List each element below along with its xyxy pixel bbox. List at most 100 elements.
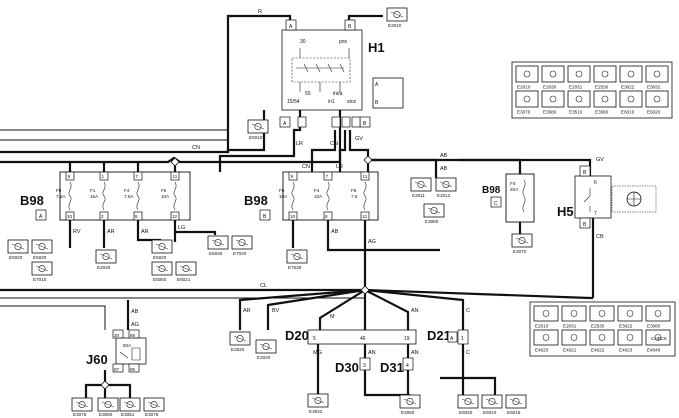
component-e2030[interactable]: E2030 — [95, 249, 117, 270]
component-e6010-b[interactable]: E6010 — [481, 394, 503, 415]
component-e3075[interactable]: E3075 — [71, 397, 93, 417]
legend-item[interactable]: E6010 — [619, 90, 643, 115]
connector-d20-box[interactable] — [307, 329, 417, 345]
component-e2520[interactable]: E2520 — [229, 331, 251, 352]
component-e5050[interactable]: E5050 — [151, 261, 173, 282]
legend-item[interactable]: E3022 — [619, 65, 643, 90]
component-e3080-m[interactable]: E3080 — [423, 203, 445, 224]
legend-item[interactable]: E4022 — [589, 329, 615, 353]
fuse-symbol — [522, 179, 526, 213]
legend-top-frame — [511, 61, 673, 119]
component-e7020[interactable]: E7020 — [231, 235, 253, 256]
legend-item[interactable]: E2530 — [593, 65, 617, 90]
component-code: E6015 — [507, 410, 521, 415]
legend-item[interactable]: E2031 — [567, 65, 591, 90]
legend-symbol-icon — [561, 305, 587, 322]
component-e6015[interactable]: E6015 — [505, 394, 527, 415]
component-e3050[interactable]: E3050 — [399, 394, 421, 415]
component-e3060[interactable]: E3060 — [97, 397, 119, 417]
wire-cn-main — [0, 110, 266, 154]
legend-item[interactable]: E3080 — [645, 305, 671, 329]
wire-lg — [173, 220, 217, 235]
legend-item[interactable]: E2031 — [561, 305, 587, 329]
legend-item[interactable]: E3510 — [567, 90, 591, 115]
component-e7010[interactable]: E7010 — [31, 261, 53, 282]
component-e2012[interactable]: E2012 — [435, 177, 457, 198]
fusebox-b98-right-box[interactable] — [505, 173, 535, 223]
component-e3070-m[interactable]: E3070 — [511, 233, 533, 254]
fuse-pin-top — [323, 171, 333, 181]
legend-item[interactable]: E6020 — [645, 90, 669, 115]
legend-code: E4020 — [535, 348, 549, 353]
legend-item[interactable]: E4020 — [533, 329, 559, 353]
relay-h1[interactable]: A B 30 pos 15/54 50 in1 int/a stoz A B H… — [281, 19, 404, 111]
component-e7030[interactable]: E7030 — [286, 249, 308, 270]
component-e3032-b[interactable]: E3032 — [307, 393, 329, 414]
legend-item[interactable]: E2010 — [515, 65, 539, 90]
connector-d20[interactable]: D20 5 46 19 — [285, 328, 417, 345]
legend-symbol-glyph — [575, 70, 583, 78]
component-e3051[interactable]: E3051 — [119, 397, 141, 417]
component-e3076[interactable]: E3076 — [143, 397, 165, 417]
component-e2020[interactable]: E2020 — [255, 339, 277, 360]
component-e2011[interactable]: E2011 — [410, 177, 432, 198]
legend-item[interactable]: E4023 — [617, 329, 643, 353]
connector-d31-box[interactable] — [402, 357, 414, 371]
heater-icon-glyph-line — [403, 398, 417, 405]
legend-symbol-icon — [589, 329, 615, 346]
component-code: E7020 — [233, 251, 247, 256]
fuse-amp: 20A — [510, 187, 519, 192]
fusebox-b98-right[interactable]: B98 C F4 20A — [482, 173, 535, 223]
connector-d30-box[interactable] — [359, 357, 371, 371]
legend-item[interactable]: E3032 — [645, 65, 669, 90]
connector-d30[interactable]: 3 D30 — [335, 357, 371, 375]
legend-item[interactable]: E3022 — [617, 305, 643, 329]
legend-item[interactable]: E2030 — [541, 65, 565, 90]
module-h5[interactable]: H5 B B 6 7 — [557, 165, 657, 229]
component-e6020-b[interactable]: E6020 — [457, 394, 479, 415]
legend-symbol-icon — [567, 90, 591, 108]
wire-label-c: C — [466, 308, 470, 314]
component-e5010[interactable]: E5010 — [247, 119, 269, 140]
legend-item[interactable]: E3070 — [515, 90, 539, 115]
legend-code: E2530 — [595, 85, 609, 90]
h5-tag-top-label: B — [583, 170, 587, 176]
fuse-id: F4 — [510, 181, 516, 186]
component-e2010-top[interactable]: E2010 — [386, 7, 408, 28]
connector-d21-box[interactable] — [457, 329, 469, 345]
relay-h1-box[interactable] — [281, 29, 363, 111]
component-e5030-m[interactable]: E5030 — [207, 235, 229, 256]
legend-item[interactable]: E4021 — [561, 329, 587, 353]
h5-tag-top — [579, 165, 591, 177]
legend-item[interactable]: E3080 — [541, 90, 565, 115]
module-h5-box[interactable] — [574, 175, 612, 219]
module-h5-name: H5 — [557, 204, 574, 219]
legend-item[interactable]: E2010 — [533, 305, 559, 329]
fuse-symbol — [136, 181, 140, 211]
component-code: E3032 — [309, 409, 323, 414]
relay-j60-box[interactable] — [115, 337, 147, 365]
component-e5030-l[interactable]: E5030 — [31, 239, 53, 260]
component-e5020-l[interactable]: E5020 — [7, 239, 29, 260]
connector-d31[interactable]: 4 D31 — [380, 357, 414, 375]
component-e6021[interactable]: E6021 — [175, 261, 197, 282]
legend-item[interactable]: E4040 — [645, 329, 671, 353]
legend-item[interactable]: E2530 — [589, 305, 615, 329]
fuse-pin-bot — [360, 211, 370, 221]
connector-d21[interactable]: 1 D21 A — [427, 328, 469, 345]
fusebox-b98-left-box[interactable] — [59, 171, 191, 221]
legend-item[interactable]: E3580 — [593, 90, 617, 115]
wire-gv — [348, 130, 370, 160]
component-e5020-m[interactable]: E5020 — [151, 239, 173, 260]
relay-j60[interactable]: 30 86 87 85 50A J60 — [86, 329, 147, 373]
